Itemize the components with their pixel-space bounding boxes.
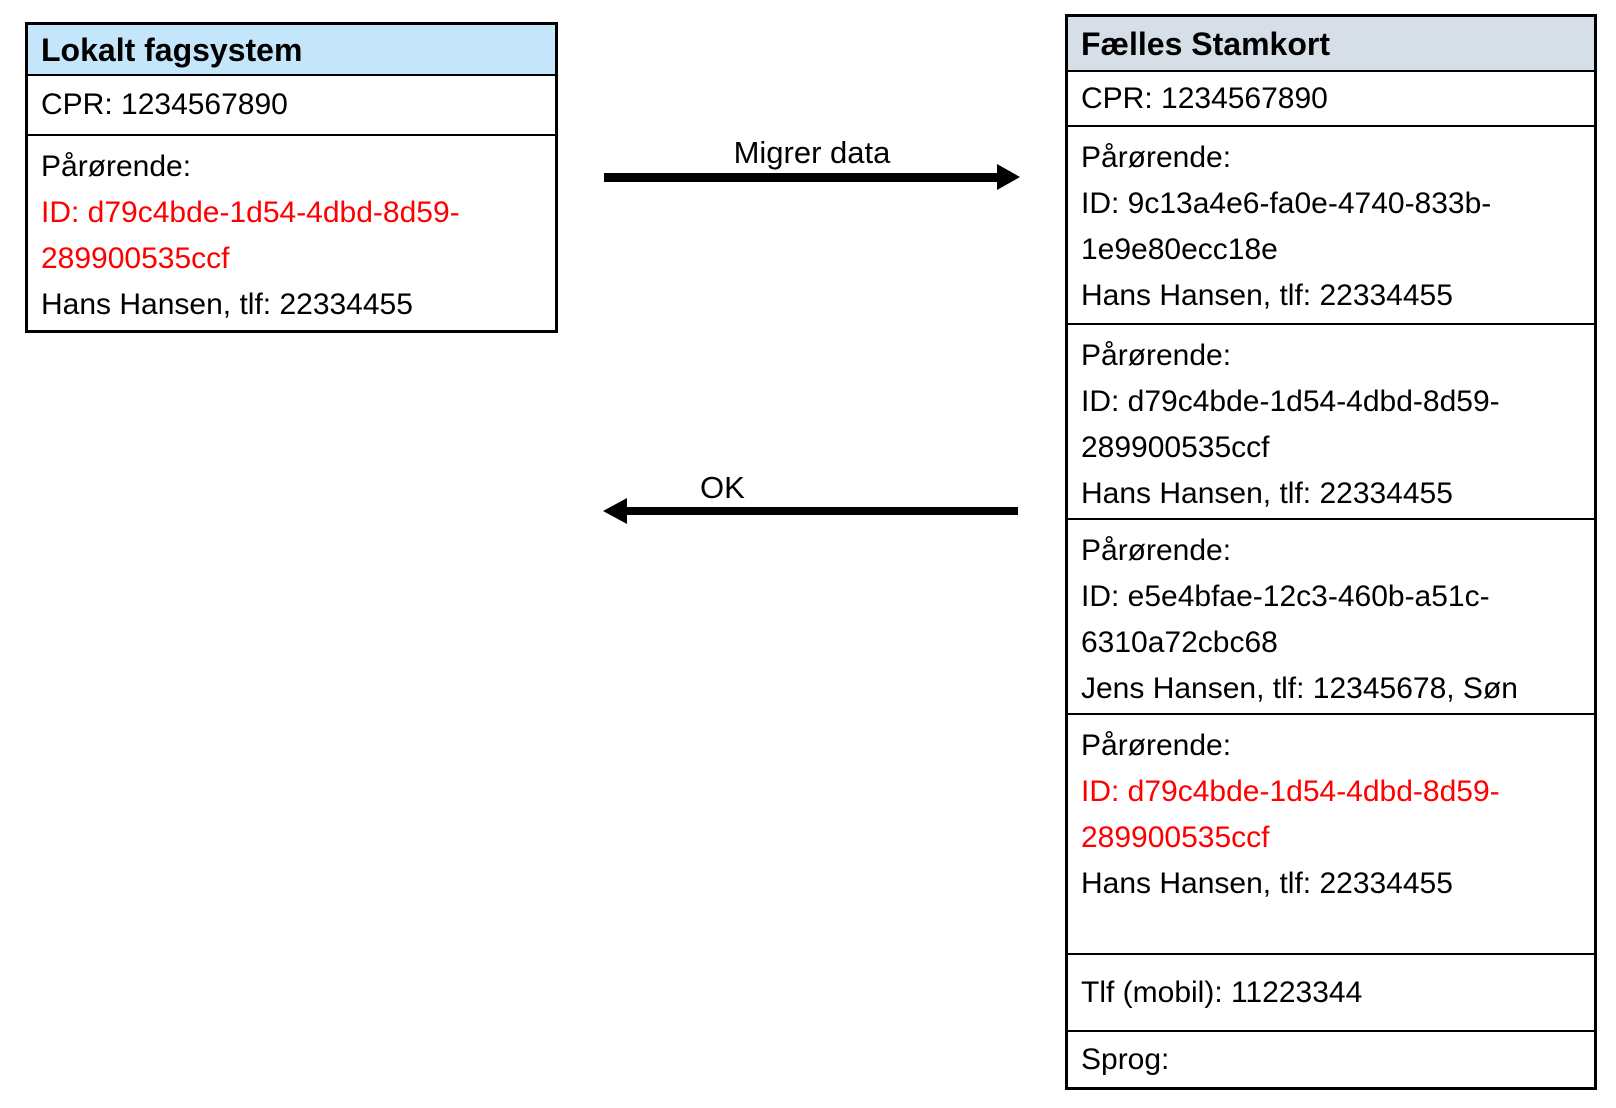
relative-contact: Hans Hansen, tlf: 22334455 bbox=[1081, 477, 1453, 510]
local-system-title: Lokalt fagsystem bbox=[28, 25, 555, 76]
relative-id-line1: ID: 9c13a4e6-fa0e-4740-833b- bbox=[1081, 187, 1492, 220]
shared-language-row: Sprog: bbox=[1081, 1042, 1170, 1076]
relative-contact: Hans Hansen, tlf: 22334455 bbox=[41, 288, 413, 321]
relative-label: Pårørende: bbox=[1081, 534, 1232, 567]
relative-id-line2: 6310a72cbc68 bbox=[1081, 626, 1278, 659]
shared-phone-row: Tlf (mobil): 11223344 bbox=[1068, 955, 1594, 1032]
relative-id-line2: 289900535ccf bbox=[1081, 821, 1270, 854]
ok-arrow-shaft bbox=[627, 507, 1018, 515]
relative-id-line2: 289900535ccf bbox=[1081, 431, 1270, 464]
shared-relative-row: Pårørende: ID: e5e4bfae-12c3-460b-a51c- … bbox=[1068, 520, 1594, 715]
relative-id-line1: ID: d79c4bde-1d54-4dbd-8d59- bbox=[1081, 385, 1500, 418]
shared-relative-row-duplicate: Pårørende: ID: d79c4bde-1d54-4dbd-8d59- … bbox=[1068, 715, 1594, 955]
relative-contact: Hans Hansen, tlf: 22334455 bbox=[1081, 867, 1453, 900]
shared-card-box: Fælles Stamkort CPR: 1234567890 Pårørend… bbox=[1065, 14, 1597, 1090]
ok-arrowhead-left-icon bbox=[603, 498, 627, 524]
migrate-arrow-shaft bbox=[604, 173, 998, 182]
shared-relative-row: Pårørende: ID: d79c4bde-1d54-4dbd-8d59- … bbox=[1068, 325, 1594, 520]
local-relative-row: Pårørende: ID: d79c4bde-1d54-4dbd-8d59- … bbox=[28, 136, 555, 330]
shared-card-title: Fælles Stamkort bbox=[1068, 17, 1594, 72]
relative-label: Pårørende: bbox=[1081, 141, 1232, 174]
relative-label: Pårørende: bbox=[1081, 729, 1232, 762]
local-cpr-row: CPR: 1234567890 bbox=[28, 76, 555, 136]
relative-id-line2: 1e9e80ecc18e bbox=[1081, 233, 1278, 266]
relative-id-line1: ID: d79c4bde-1d54-4dbd-8d59- bbox=[1081, 775, 1500, 808]
relative-id-line1: ID: e5e4bfae-12c3-460b-a51c- bbox=[1081, 580, 1490, 613]
relative-id-line2: 289900535ccf bbox=[41, 242, 230, 275]
local-system-box: Lokalt fagsystem CPR: 1234567890 Pårøren… bbox=[25, 22, 558, 333]
shared-cpr-row: CPR: 1234567890 bbox=[1068, 72, 1594, 127]
relative-label: Pårørende: bbox=[41, 150, 192, 183]
shared-relative-row: Pårørende: ID: 9c13a4e6-fa0e-4740-833b- … bbox=[1068, 127, 1594, 325]
relative-id-line1: ID: d79c4bde-1d54-4dbd-8d59- bbox=[41, 196, 460, 229]
migrate-arrowhead-right-icon bbox=[997, 164, 1020, 190]
ok-arrow bbox=[603, 494, 1018, 528]
relative-contact: Jens Hansen, tlf: 12345678, Søn bbox=[1081, 672, 1518, 705]
migrate-arrow bbox=[604, 160, 1020, 194]
relative-label: Pårørende: bbox=[1081, 339, 1232, 372]
migrate-arrow-label: Migrer data bbox=[733, 135, 891, 170]
ok-arrow-label: OK bbox=[700, 470, 745, 505]
relative-contact: Hans Hansen, tlf: 22334455 bbox=[1081, 279, 1453, 312]
